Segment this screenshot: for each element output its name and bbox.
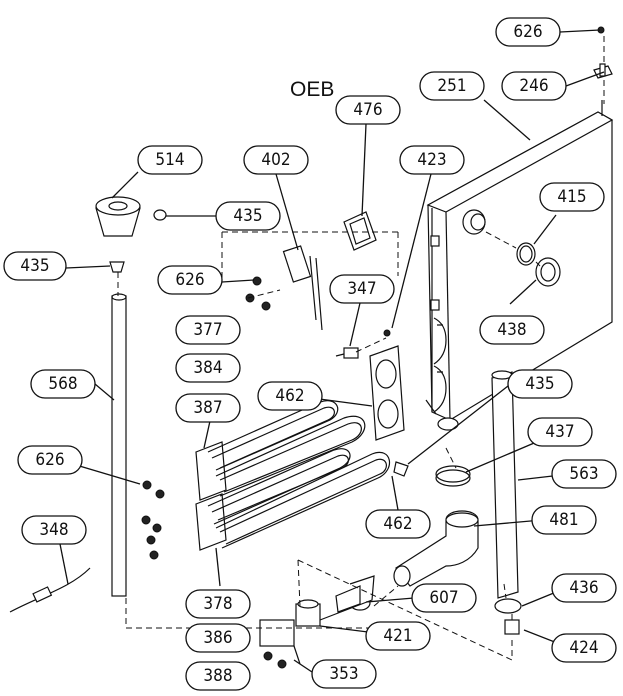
label-563[interactable]: 563	[551, 459, 617, 489]
svg-text:384: 384	[193, 358, 222, 378]
svg-text:626: 626	[175, 270, 204, 290]
parts-drawing	[9, 26, 614, 669]
svg-text:251: 251	[437, 76, 466, 96]
part-labels: 626 246 251 476 514 402 423 435 415 435 …	[3, 17, 617, 691]
svg-text:462: 462	[275, 386, 304, 406]
label-481[interactable]: 481	[531, 505, 597, 535]
svg-text:388: 388	[203, 666, 232, 686]
label-436[interactable]: 436	[551, 573, 617, 603]
label-438[interactable]: 438	[479, 315, 545, 345]
svg-text:563: 563	[569, 464, 598, 484]
svg-text:378: 378	[203, 594, 232, 614]
label-353[interactable]: 353	[311, 659, 377, 689]
svg-text:435: 435	[20, 256, 49, 276]
label-462a[interactable]: 462	[257, 381, 323, 411]
svg-text:568: 568	[48, 374, 77, 394]
header-label: OEB	[290, 78, 334, 101]
svg-text:377: 377	[193, 320, 222, 340]
label-377[interactable]: 377	[175, 315, 241, 345]
svg-text:626: 626	[513, 22, 542, 42]
label-423[interactable]: 423	[399, 145, 465, 175]
label-462b[interactable]: 462	[365, 509, 431, 539]
svg-text:435: 435	[525, 374, 554, 394]
label-626b[interactable]: 626	[157, 265, 223, 295]
label-251[interactable]: 251	[419, 71, 485, 101]
svg-text:438: 438	[497, 320, 526, 340]
component-347-drawing	[335, 329, 391, 359]
svg-text:476: 476	[353, 100, 382, 120]
label-386[interactable]: 386	[185, 623, 251, 653]
svg-text:436: 436	[569, 578, 598, 598]
svg-text:347: 347	[347, 279, 376, 299]
label-246[interactable]: 246	[501, 71, 567, 101]
label-437[interactable]: 437	[527, 417, 593, 447]
clamp-437-drawing	[435, 469, 471, 487]
bracket-246-drawing	[593, 63, 613, 79]
svg-text:423: 423	[417, 150, 446, 170]
elbow-481-drawing	[393, 510, 479, 587]
clamp-436-drawing	[494, 598, 522, 614]
label-402[interactable]: 402	[243, 145, 309, 175]
label-514[interactable]: 514	[137, 145, 203, 175]
plug-424-drawing	[504, 619, 520, 635]
label-476[interactable]: 476	[335, 95, 401, 125]
svg-text:462: 462	[383, 514, 412, 534]
sensor-402-drawing	[245, 245, 323, 331]
svg-text:421: 421	[383, 626, 412, 646]
svg-text:607: 607	[429, 588, 458, 608]
svg-text:353: 353	[329, 664, 358, 684]
svg-text:415: 415	[557, 187, 586, 207]
label-387[interactable]: 387	[175, 393, 241, 423]
heating-elements-drawing	[141, 400, 391, 560]
screw-435c-drawing	[393, 461, 409, 477]
unit-514-drawing	[95, 196, 167, 273]
label-607[interactable]: 607	[411, 583, 477, 613]
nut-438-drawing	[535, 257, 561, 287]
gasket-plate-462-drawing	[369, 345, 405, 441]
svg-text:424: 424	[569, 638, 598, 658]
label-388[interactable]: 388	[185, 661, 251, 691]
label-626a[interactable]: 626	[495, 17, 561, 47]
label-415[interactable]: 415	[539, 182, 605, 212]
label-435b[interactable]: 435	[3, 251, 67, 281]
pipe-563-drawing	[491, 370, 519, 599]
label-421[interactable]: 421	[365, 621, 431, 651]
label-348[interactable]: 348	[21, 515, 87, 545]
label-347[interactable]: 347	[329, 274, 395, 304]
label-378[interactable]: 378	[185, 589, 251, 619]
label-626c[interactable]: 626	[17, 445, 83, 475]
label-568[interactable]: 568	[30, 369, 96, 399]
svg-text:481: 481	[549, 510, 578, 530]
svg-text:514: 514	[155, 150, 184, 170]
svg-text:626: 626	[35, 450, 64, 470]
label-435a[interactable]: 435	[215, 201, 281, 231]
pipe-568-drawing	[111, 293, 127, 597]
svg-text:348: 348	[39, 520, 68, 540]
svg-text:387: 387	[193, 398, 222, 418]
valve-assembly-drawing	[259, 575, 375, 669]
svg-text:386: 386	[203, 628, 232, 648]
label-384[interactable]: 384	[175, 353, 241, 383]
svg-text:437: 437	[545, 422, 574, 442]
gasket-476-drawing	[343, 211, 377, 251]
svg-text:402: 402	[261, 150, 290, 170]
svg-text:246: 246	[519, 76, 548, 96]
cable-348-drawing	[9, 567, 91, 613]
label-435c[interactable]: 435	[507, 369, 573, 399]
label-424[interactable]: 424	[551, 633, 617, 663]
svg-text:435: 435	[233, 206, 262, 226]
